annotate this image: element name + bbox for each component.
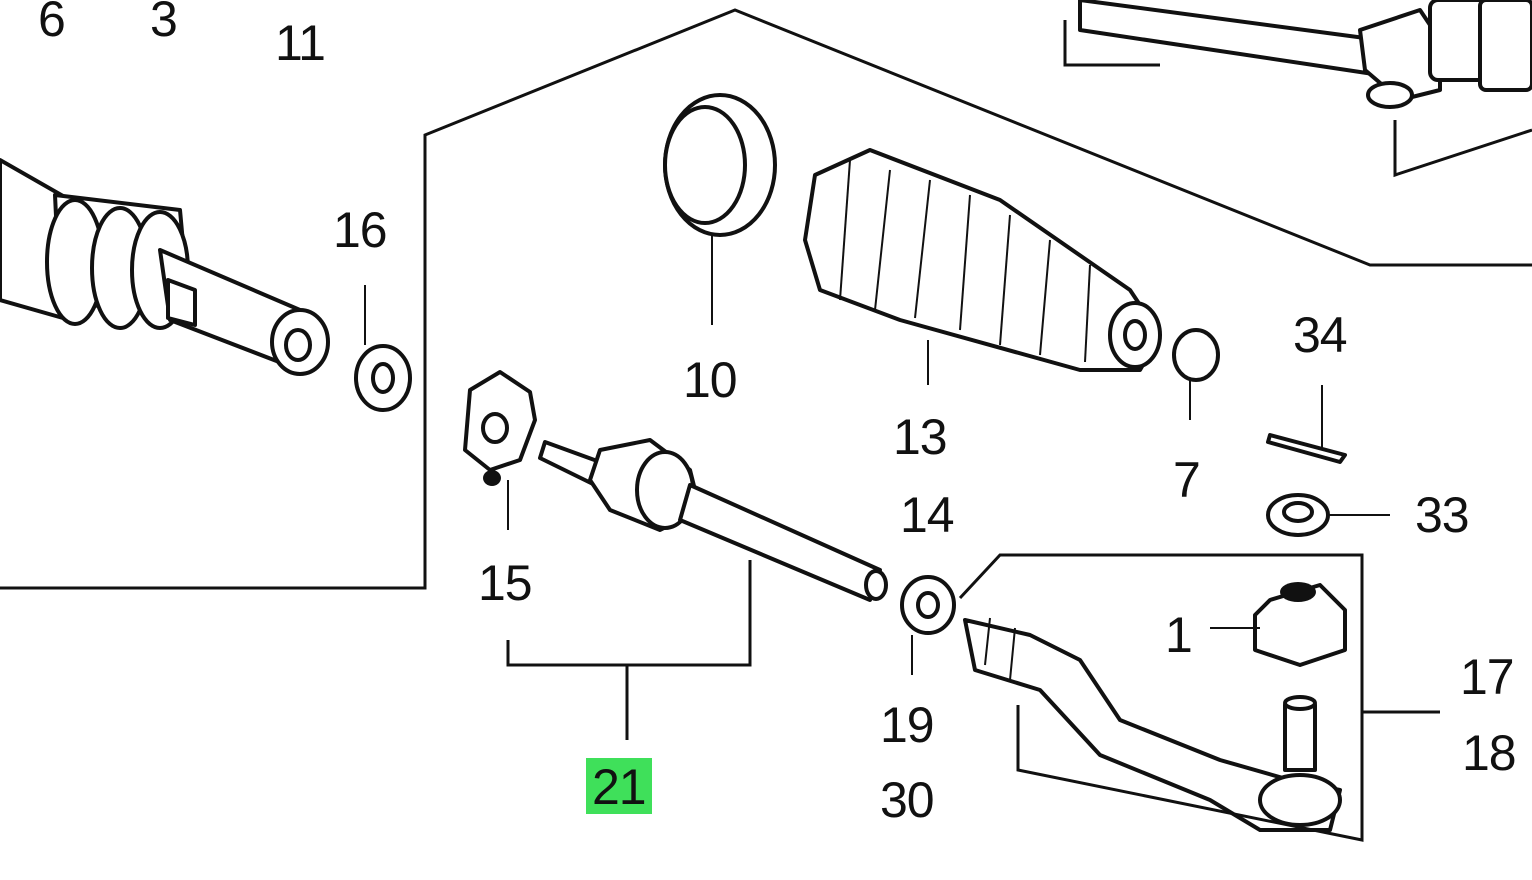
callout-30: 30 <box>880 772 935 828</box>
callout-33: 33 <box>1415 487 1470 543</box>
callout-14: 14 <box>900 487 955 543</box>
boot-cap-1 <box>1210 582 1347 667</box>
callout-19: 19 <box>880 697 935 753</box>
callout-10: 10 <box>683 352 738 408</box>
nut-19 <box>900 575 956 675</box>
tie-rod-group-bracket <box>506 560 752 667</box>
assembly-frame <box>0 8 1532 590</box>
callout-16: 16 <box>333 202 388 258</box>
boot-13 <box>803 148 1162 385</box>
tie-rod-21 <box>538 438 888 602</box>
clamp-band-10 <box>663 93 777 325</box>
callout-6: 6 <box>38 0 66 47</box>
callout-15: 15 <box>478 555 533 611</box>
washer-16 <box>354 285 412 412</box>
top-bracket <box>1063 20 1160 67</box>
callout-18: 18 <box>1462 725 1517 781</box>
rack-shaft <box>0 158 330 376</box>
callout-1: 1 <box>1165 607 1193 663</box>
tie-rod-end-bracket <box>958 553 1364 842</box>
callout-13: 13 <box>893 409 948 465</box>
callout-21-highlighted: 21 <box>586 758 652 814</box>
callout-3: 3 <box>150 0 178 47</box>
callout-7: 7 <box>1173 452 1201 508</box>
top-right-bracket <box>1393 120 1532 178</box>
callout-11: 11 <box>275 15 326 71</box>
nut-33 <box>1266 493 1390 537</box>
tie-rod-end-17-18 <box>963 617 1342 832</box>
lock-washer-15 <box>463 370 537 530</box>
clip-7 <box>1172 328 1220 420</box>
callout-34: 34 <box>1293 307 1348 363</box>
top-right-assembly <box>1078 0 1532 109</box>
callout-17: 17 <box>1460 649 1515 705</box>
cotter-pin-34 <box>1266 385 1347 464</box>
